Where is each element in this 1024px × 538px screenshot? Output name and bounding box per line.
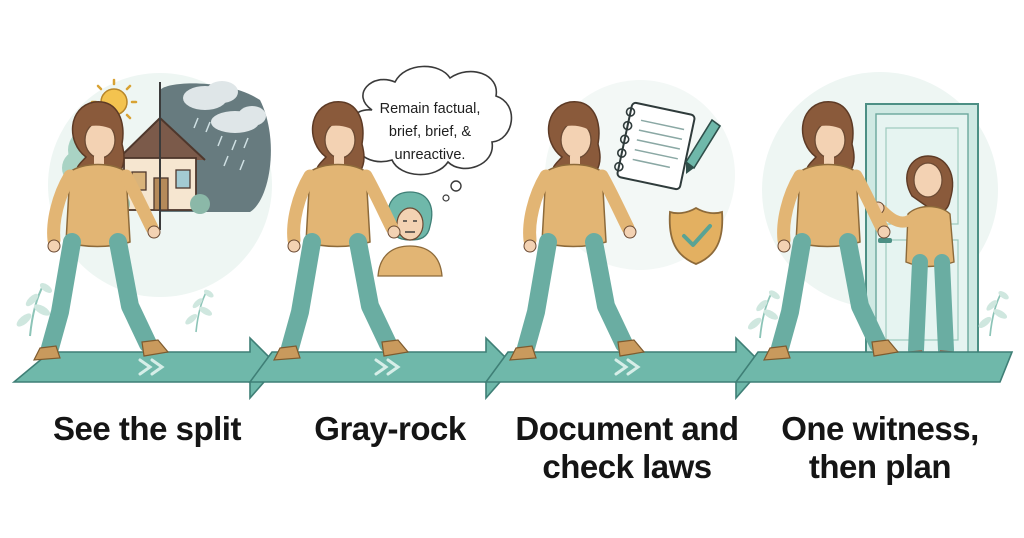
step-caption-split: See the split <box>52 410 242 448</box>
notebook-icon <box>614 101 696 191</box>
rain-cloud-icon <box>183 81 266 171</box>
pen-icon <box>684 118 722 174</box>
caption-line: Document and <box>515 410 739 447</box>
split-scene <box>62 78 271 230</box>
caption-line: One witness, <box>781 410 979 447</box>
step-caption-witness: One witness, then plan <box>770 410 990 486</box>
step-caption-grayrock: Gray-rock <box>300 410 480 448</box>
caption-line: check laws <box>542 448 712 485</box>
step-caption-document: Document and check laws <box>512 410 742 486</box>
shield-check-icon <box>668 206 724 265</box>
thought-bubble: Remain factual, brief, brief, & unreacti… <box>350 65 513 202</box>
path-arrows <box>11 336 1014 401</box>
caption-line: then plan <box>808 448 952 485</box>
calm-face-icon <box>377 191 443 277</box>
thought-line: Remain factual, <box>380 101 481 117</box>
thought-line: brief, brief, & <box>389 124 472 140</box>
thought-line: unreactive. <box>395 147 466 163</box>
caption-line: Gray-rock <box>314 410 466 447</box>
caption-line: See the split <box>53 410 241 447</box>
